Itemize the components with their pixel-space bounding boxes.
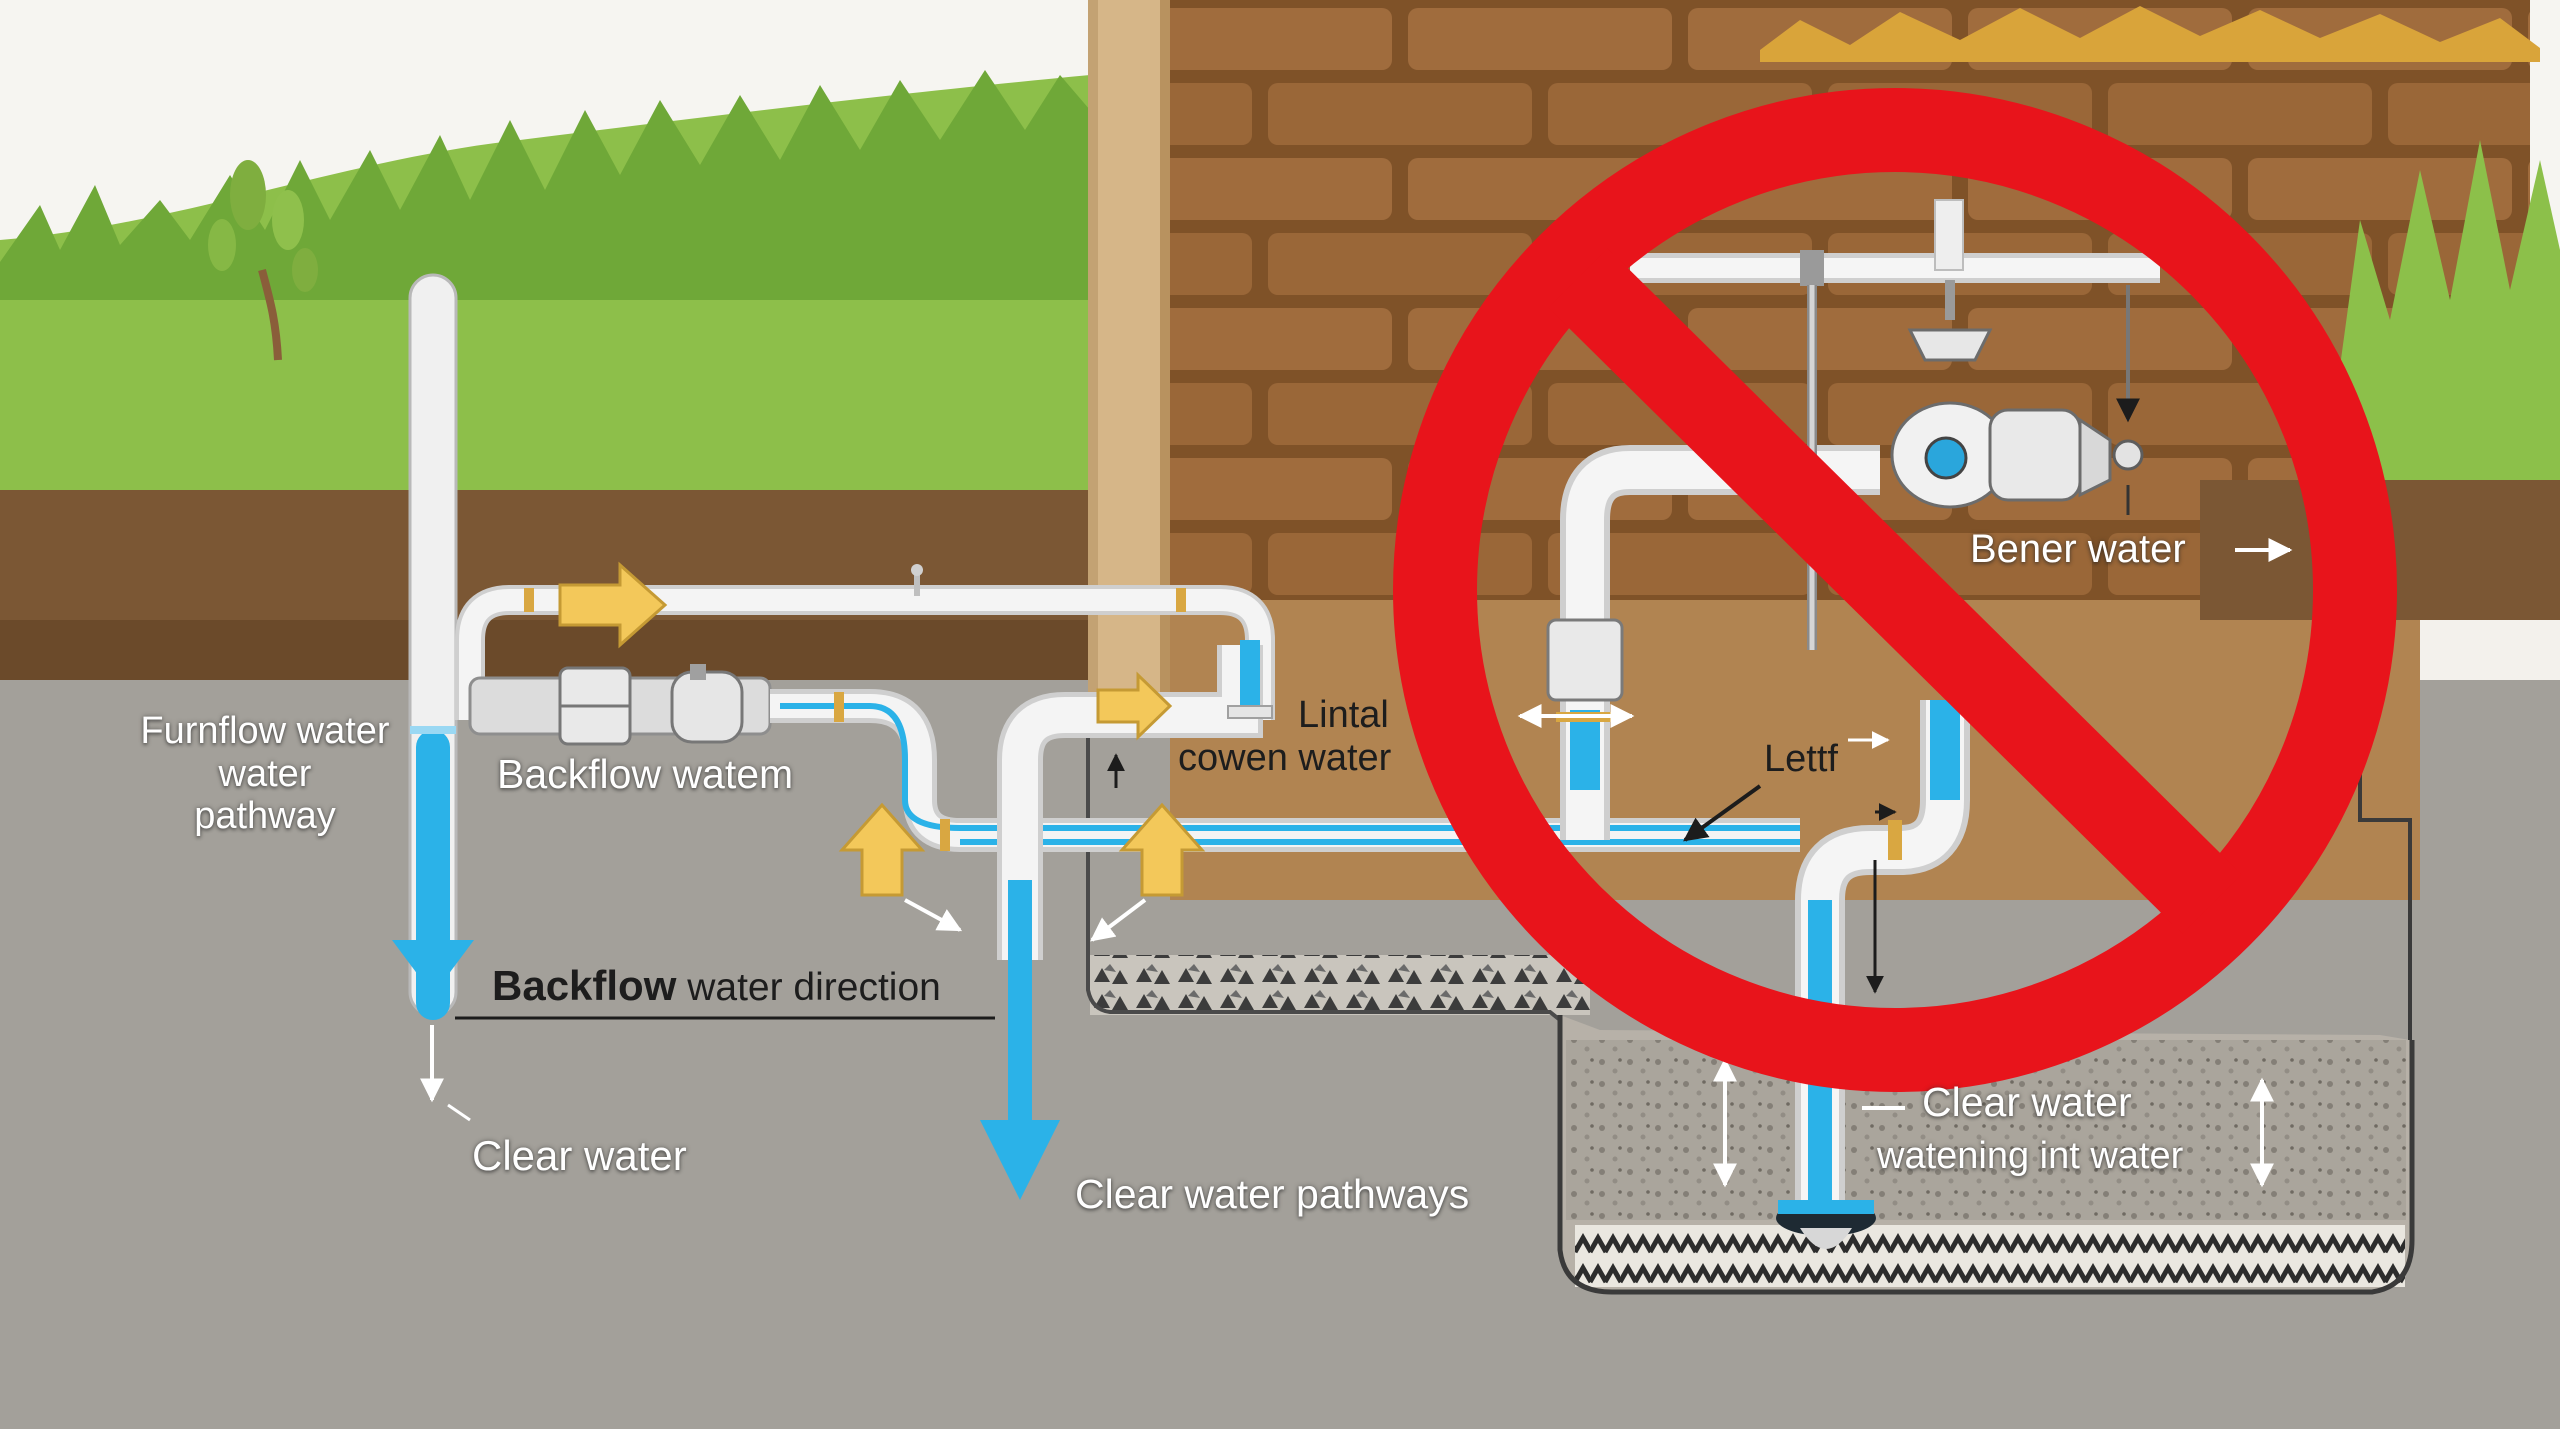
annotation-arrows: [420, 538, 2293, 1188]
watening-label: watening int water: [1877, 1135, 2184, 1177]
right-grass: [2330, 140, 2560, 500]
main-horizontal-pipe: [770, 689, 1800, 852]
lintal-label: Lintal cowen water: [1178, 694, 1391, 779]
right-pipe-network: [1546, 199, 2160, 1249]
wooden-post: [1088, 0, 1170, 730]
furnflow-pathway-label: Furnflow water water pathway: [100, 710, 430, 838]
lettf-label: Lettf: [1764, 738, 1838, 780]
prohibition-icon: [1393, 88, 2397, 1092]
gravel-strip: [1090, 955, 1590, 1015]
backflow-direction-bold: Backflow: [492, 962, 677, 1009]
lintal-line-1: Lintal: [1298, 694, 1389, 736]
shrub: [208, 160, 318, 361]
clear-water-right-label: Clear water: [1922, 1079, 2132, 1125]
furnflow-line-2: water: [218, 752, 312, 795]
backflow-direction-label: Backflow water direction: [492, 962, 941, 1010]
clear-water-left-label: Clear water: [472, 1132, 687, 1179]
backflow-valve: [468, 664, 772, 746]
bener-water-label: Bener water: [1970, 527, 2186, 571]
backflow-direction-rest: water direction: [676, 966, 941, 1009]
flow-arrow-icon: [558, 561, 1206, 897]
center-drain-pipe: [980, 640, 1273, 1200]
lintal-line-2: cowen water: [1178, 736, 1392, 779]
left-vertical-pipe: [392, 273, 474, 1020]
clear-water-pathways-label: Clear water pathways: [1075, 1171, 1470, 1217]
backflow-watem-label: Backflow watem: [497, 751, 794, 797]
furnflow-line-3: pathway: [194, 795, 336, 838]
grass-blades: [0, 70, 1090, 300]
upper-horizontal-pipe: [455, 564, 1275, 720]
leaves: [1760, 6, 2540, 62]
furnflow-line-1: Furnflow water: [140, 710, 390, 752]
